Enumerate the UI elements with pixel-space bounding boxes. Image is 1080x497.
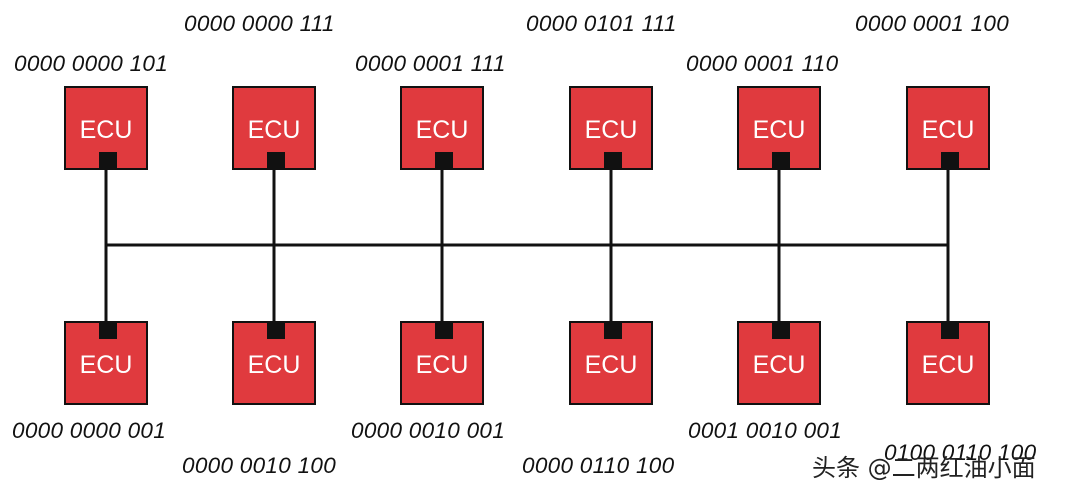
ecu-label: ECU: [415, 351, 469, 379]
ecu-bottom-4: ECU: [569, 321, 653, 405]
ecu-port: [604, 322, 622, 339]
ecu-address: 0000 0010 001: [351, 418, 506, 443]
ecu-top-6: ECU: [906, 86, 990, 170]
ecu-top-2: ECU: [232, 86, 316, 170]
ecu-address: 0000 0001 111: [355, 51, 506, 76]
ecu-address: 0000 0110 100: [522, 453, 675, 478]
ecu-port: [941, 152, 959, 169]
ecu-label: ECU: [921, 116, 975, 144]
ecu-address: 0001 0010 001: [688, 418, 843, 443]
ecu-port: [435, 152, 453, 169]
ecu-label: ECU: [247, 116, 301, 144]
ecu-address: 0000 0000 111: [184, 11, 335, 36]
ecu-port: [267, 322, 285, 339]
ecu-port: [435, 322, 453, 339]
ecu-port: [267, 152, 285, 169]
ecu-label: ECU: [752, 116, 806, 144]
ecu-label: ECU: [584, 116, 638, 144]
ecu-bottom-6: ECU: [906, 321, 990, 405]
ecu-address: 0000 0001 110: [686, 51, 839, 76]
ecu-address: 0000 0001 100: [855, 11, 1010, 36]
ecu-label: ECU: [79, 351, 133, 379]
ecu-address: 0000 0000 101: [14, 51, 169, 76]
ecu-label: ECU: [247, 351, 301, 379]
watermark: 头条 @二两红油小面: [812, 454, 1036, 482]
ecu-label: ECU: [921, 351, 975, 379]
ecu-bottom-2: ECU: [232, 321, 316, 405]
ecu-port: [772, 152, 790, 169]
ecu-label: ECU: [415, 116, 469, 144]
ecu-bottom-3: ECU: [400, 321, 484, 405]
ecu-port: [772, 322, 790, 339]
ecu-port: [604, 152, 622, 169]
ecu-address: 0000 0000 001: [12, 418, 167, 443]
ecu-label: ECU: [79, 116, 133, 144]
ecu-top-3: ECU: [400, 86, 484, 170]
ecu-address: 0000 0010 100: [182, 453, 337, 478]
ecu-top-1: ECU: [64, 86, 148, 170]
ecu-top-4: ECU: [569, 86, 653, 170]
ecu-port: [99, 322, 117, 339]
ecu-label: ECU: [752, 351, 806, 379]
ecu-port: [99, 152, 117, 169]
ecu-top-5: ECU: [737, 86, 821, 170]
ecu-bottom-1: ECU: [64, 321, 148, 405]
ecu-label: ECU: [584, 351, 638, 379]
ecu-address: 0100 0110 100: [884, 440, 1037, 465]
ecu-address: 0000 0101 111: [526, 11, 677, 36]
ecu-port: [941, 322, 959, 339]
ecu-bottom-5: ECU: [737, 321, 821, 405]
